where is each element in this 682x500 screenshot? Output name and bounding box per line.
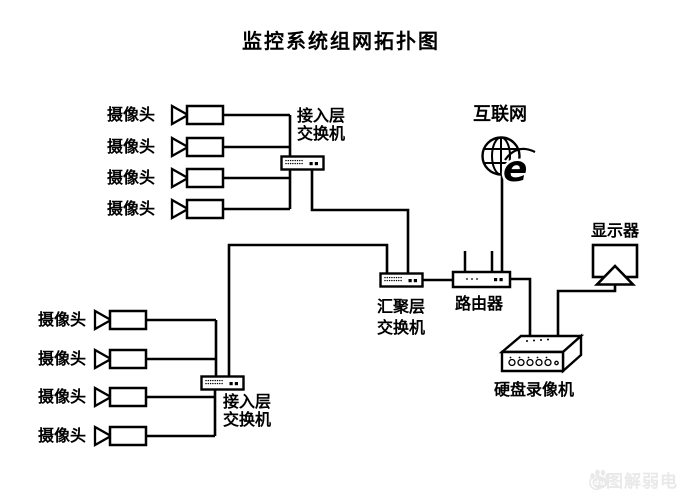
aggregation-switch-icon bbox=[379, 272, 424, 288]
aggregation-switch-line1: 汇聚层 bbox=[377, 297, 426, 316]
monitor-label: 显示器 bbox=[591, 221, 640, 240]
access-switch-top-line1: 接入层 bbox=[297, 106, 346, 125]
camera-icon bbox=[93, 386, 148, 408]
internet-label: 互联网 bbox=[473, 104, 527, 125]
dvr-label: 硬盘录像机 bbox=[494, 380, 575, 399]
camera-label: 摄像头 bbox=[107, 137, 156, 156]
camera-label: 摄像头 bbox=[107, 199, 156, 218]
camera-label: 摄像头 bbox=[38, 426, 87, 445]
camera-icon bbox=[170, 198, 225, 220]
dvr-icon bbox=[498, 333, 585, 374]
aggregation-switch-line2: 交换机 bbox=[377, 318, 426, 337]
camera-label: 摄像头 bbox=[107, 105, 156, 124]
watermark-text: @图解弱电 bbox=[588, 472, 678, 492]
access-switch-top-icon bbox=[280, 155, 325, 171]
camera-label: 摄像头 bbox=[38, 349, 87, 368]
monitor-icon bbox=[591, 243, 639, 286]
camera-icon bbox=[170, 136, 225, 158]
camera-label: 摄像头 bbox=[107, 168, 156, 187]
camera-label: 摄像头 bbox=[38, 387, 87, 406]
camera-icon bbox=[93, 309, 148, 331]
router-label: 路由器 bbox=[455, 294, 504, 313]
camera-icon bbox=[93, 425, 148, 447]
internet-globe-icon: e bbox=[481, 136, 536, 193]
camera-icons-bottom bbox=[93, 309, 148, 447]
cables bbox=[146, 113, 617, 438]
camera-icons-top bbox=[170, 104, 225, 220]
baidu-paw-icon: du bbox=[590, 469, 610, 489]
access-switch-top-line2: 交换机 bbox=[297, 124, 346, 143]
access-switch-bottom-icon bbox=[200, 375, 245, 391]
access-switch-bottom-label: 接入层 交换机 bbox=[223, 393, 271, 429]
baidu-du-text: du bbox=[594, 479, 606, 487]
aggregation-switch-label: 汇聚层 交换机 bbox=[377, 296, 425, 338]
access-switch-bottom-line2: 交换机 bbox=[223, 410, 272, 429]
camera-icon bbox=[93, 348, 148, 370]
access-switch-top-label: 接入层 交换机 bbox=[297, 107, 345, 143]
router-icon bbox=[451, 251, 512, 289]
camera-label: 摄像头 bbox=[38, 310, 87, 329]
watermark: du @图解弱电 bbox=[588, 467, 678, 492]
ie-e-icon: e bbox=[503, 149, 527, 190]
access-switch-bottom-line1: 接入层 bbox=[223, 392, 272, 411]
camera-icon bbox=[170, 104, 225, 126]
camera-icon bbox=[170, 167, 225, 189]
diagram-title: 监控系统组网拓扑图 bbox=[242, 29, 440, 53]
